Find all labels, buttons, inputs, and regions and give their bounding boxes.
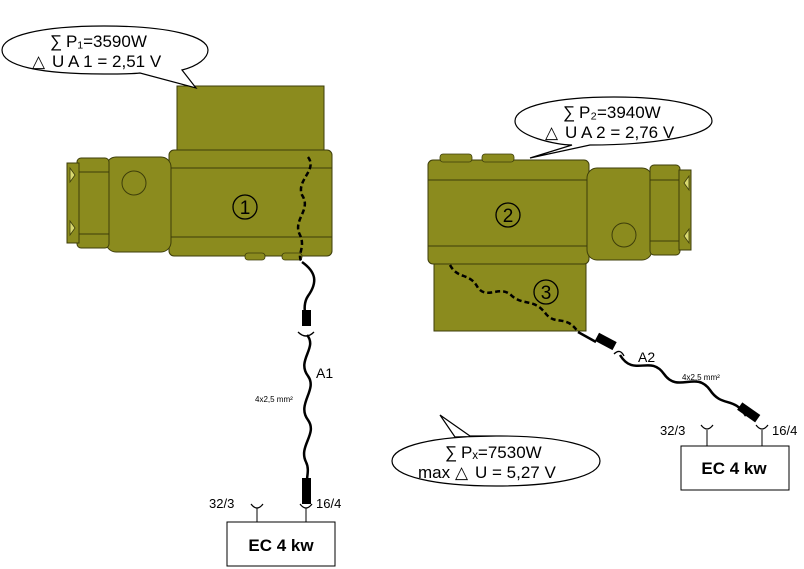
callout-total-max: max [418,463,451,482]
cable-a2: A2 4x2,5 mm² [577,330,761,423]
callout-right: ∑ P₂=3940W △ U A 2 = 2,76 V [514,96,713,159]
cable-a1-name: A1 [316,365,333,381]
callout-total-line1: Pₓ=7530W [461,443,542,462]
socket-label-32-3: 32/3 [660,423,685,438]
callout-total-line2: U = 5,27 V [475,463,556,482]
machine-1-number: 1 [240,198,251,219]
machine-3-marker [533,279,559,305]
cable-a2-spec: 4x2,5 mm² [682,373,720,382]
machine-2-number: 2 [503,206,514,227]
cable-a2-name: A2 [638,349,655,365]
socket-icon [299,503,313,509]
machine-left: 1 [66,85,333,263]
socket-label-32-3: 32/3 [209,496,234,511]
cable-a1: A1 4x2,5 mm² [255,260,333,504]
socket-icon [755,424,769,430]
delta-icon: △ [32,52,46,71]
machine-3-number: 3 [541,283,552,304]
delta-icon: △ [455,463,469,482]
socket-label-16-4: 16/4 [772,423,797,438]
box-label: EC 4 kw [701,459,767,478]
delta-icon: △ [545,123,559,142]
callout-left: ∑ P₁=3590W △ U A 1 = 2,51 V [1,25,209,90]
sum-icon: ∑ [50,32,62,51]
machine-1-marker [232,194,258,220]
machine-2-marker [495,202,521,228]
callout-left-line2: U A 1 = 2,51 V [52,52,162,71]
machine-right: 2 3 [427,153,692,333]
callout-left-line1: P₁=3590W [66,32,147,51]
cable-a1-spec: 4x2,5 mm² [255,395,293,404]
box-label: EC 4 kw [248,536,314,555]
callout-right-line2: U A 2 = 2,76 V [565,123,675,142]
socket-icon [250,503,264,509]
callout-total: ∑ Pₓ=7530W max △ U = 5,27 V [391,414,601,487]
distribution-box-right: 32/3 16/4 EC 4 kw [660,423,797,491]
callout-right-line1: P₂=3940W [579,103,661,122]
socket-label-16-4: 16/4 [316,496,341,511]
distribution-box-left: 32/3 16/4 EC 4 kw [209,496,341,567]
sum-icon: ∑ [563,103,575,122]
socket-icon [700,424,714,430]
sum-icon: ∑ [445,443,457,462]
